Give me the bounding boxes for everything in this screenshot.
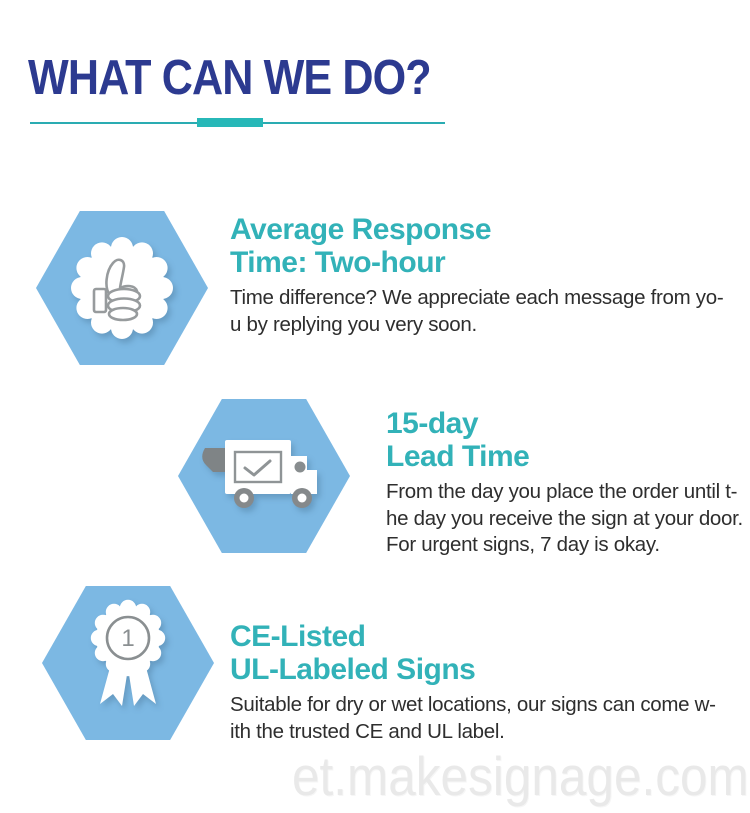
feature-body: Time difference? We appreciate each mess… — [230, 286, 724, 336]
feature-heading: Average Response Time: Two-hour — [230, 213, 492, 279]
page-title: WHAT CAN WE DO? — [28, 51, 432, 105]
divider-accent-segment — [197, 118, 263, 127]
watermark-text: et.makesignage.com — [292, 745, 749, 807]
thumbs-up-badge-icon — [71, 237, 173, 339]
medal-rank-number: 1 — [121, 625, 134, 652]
first-place-medal-icon: 1 — [90, 599, 166, 706]
feature-body: From the day you place the order until t… — [386, 480, 743, 556]
feature-body: Suitable for dry or wet locations, our s… — [230, 693, 716, 743]
feature-heading: CE-Listed UL-Labeled Signs — [230, 620, 476, 686]
feature-heading: 15-day Lead Time — [386, 407, 530, 473]
delivery-truck-icon — [202, 440, 317, 508]
